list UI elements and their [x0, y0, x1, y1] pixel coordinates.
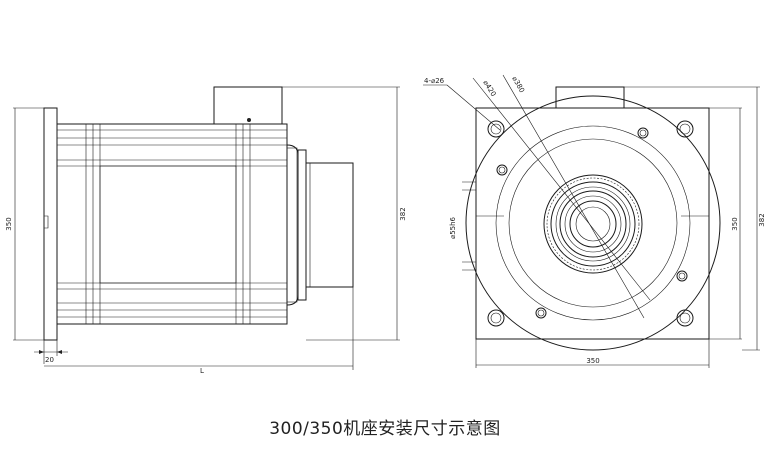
front-view: 4-⌀26 ⌀420 ⌀380 ⌀55h6 350 382 350 [423, 74, 766, 368]
side-dim-382: 382 [399, 207, 407, 220]
motor-body [56, 123, 288, 325]
flange-notch [44, 215, 49, 229]
front-dim-350-horizontal: 350 [586, 357, 599, 365]
side-view: 350 382 20 L [5, 86, 407, 375]
front-terminal-box [555, 86, 625, 108]
terminal-box [213, 86, 283, 124]
side-dim-350: 350 [5, 217, 13, 230]
front-dim-350-vertical: 350 [731, 217, 739, 230]
corner-holes [487, 120, 694, 327]
mounting-flange [43, 107, 58, 341]
pcd-circle [495, 125, 691, 321]
frame-circle [465, 95, 721, 351]
lifting-eye [247, 118, 251, 122]
shaft-extension [305, 162, 354, 288]
front-shoulder [286, 144, 299, 306]
pcd-callout: ⌀420 [481, 79, 497, 98]
pcd-holes [496, 127, 688, 319]
square-flange [475, 107, 710, 340]
side-dim-l: L [200, 367, 204, 375]
side-dim-20: 20 [45, 356, 54, 364]
front-dim-382: 382 [758, 213, 766, 226]
drawing-caption: 300/350机座安装尺寸示意图 [269, 419, 501, 439]
hole-callout: 4-⌀26 [424, 77, 445, 85]
shaft-callout: ⌀55h6 [449, 216, 457, 239]
shaft-end [543, 174, 643, 274]
